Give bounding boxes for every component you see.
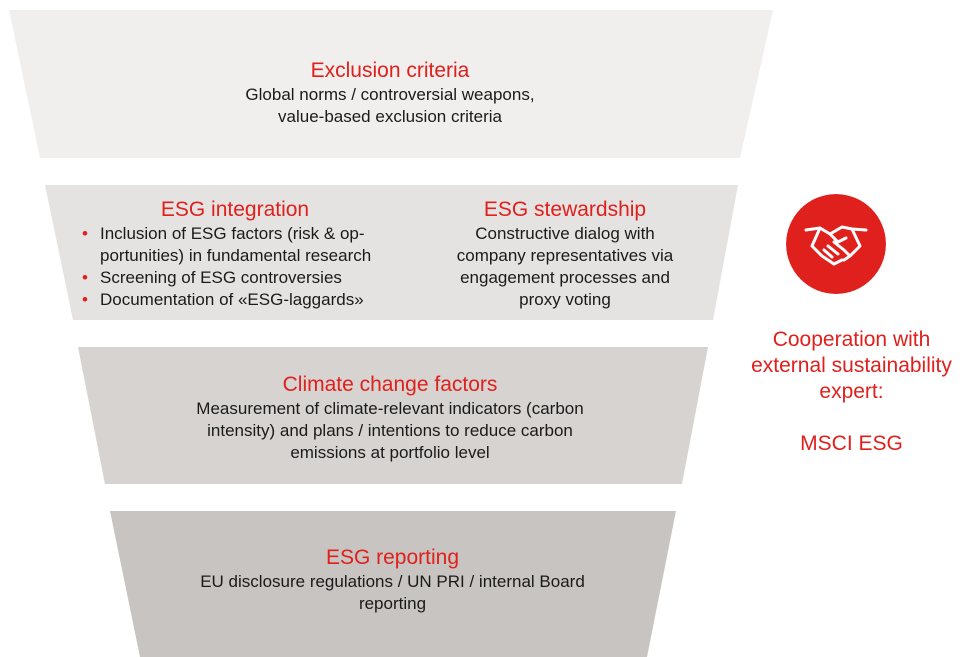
cooperation-text: Cooperation with external sustainability… [730, 327, 973, 457]
climate-line-2: intensity) and plans / intentions to red… [207, 421, 573, 440]
climate-block: Climate change factors Measurement of cl… [110, 372, 670, 464]
exclusion-title: Exclusion criteria [310, 59, 470, 82]
cooperation-line-2: external sustainability [751, 354, 952, 377]
climate-line-3: emissions at portfolio level [290, 443, 490, 462]
list-item: Documentation of «ESG-laggards» [80, 289, 430, 311]
list-item: Screening of ESG controversies [80, 267, 430, 289]
esg-stewardship-title: ESG stewardship [483, 198, 647, 221]
exclusion-block: Exclusion criteria Global norms / contro… [140, 58, 640, 128]
climate-title: Climate change factors [282, 373, 498, 396]
esg-stewardship-block: ESG stewardship Constructive dialog with… [425, 197, 705, 311]
cooperation-line-3: expert: [819, 380, 884, 403]
funnel-layer-exclusion [9, 10, 773, 158]
esg-stewardship-line-1: Constructive dialog with [475, 224, 655, 243]
reporting-line-2: reporting [358, 594, 427, 613]
funnel-layer-reporting [110, 511, 676, 657]
reporting-line-1: EU disclosure regulations / UN PRI / int… [200, 572, 585, 591]
reporting-title: ESG reporting [325, 546, 460, 569]
handshake-icon [786, 194, 886, 294]
esg-stewardship-line-4: proxy voting [519, 290, 611, 309]
cooperation-line-1: Cooperation with [772, 328, 931, 351]
esg-integration-title: ESG integration [160, 198, 310, 221]
list-item: Inclusion of ESG factors (risk & op-port… [80, 223, 430, 267]
funnel-layer-climate [78, 347, 708, 484]
esg-stewardship-line-2: company representatives via [456, 246, 674, 265]
climate-line-1: Measurement of climate-relevant indicato… [196, 399, 584, 418]
reporting-block: ESG reporting EU disclosure regulations … [140, 545, 645, 615]
esg-integration-list: Inclusion of ESG factors (risk & op-port… [80, 223, 430, 311]
exclusion-line-1: Global norms / controversial weapons, [245, 85, 535, 104]
esg-stewardship-line-3: engagement processes and [460, 268, 670, 287]
esg-integration-block: ESG integration Inclusion of ESG factors… [80, 197, 430, 311]
partner-name: MSCI ESG [800, 432, 903, 455]
exclusion-line-2: value-based exclusion criteria [278, 107, 502, 126]
